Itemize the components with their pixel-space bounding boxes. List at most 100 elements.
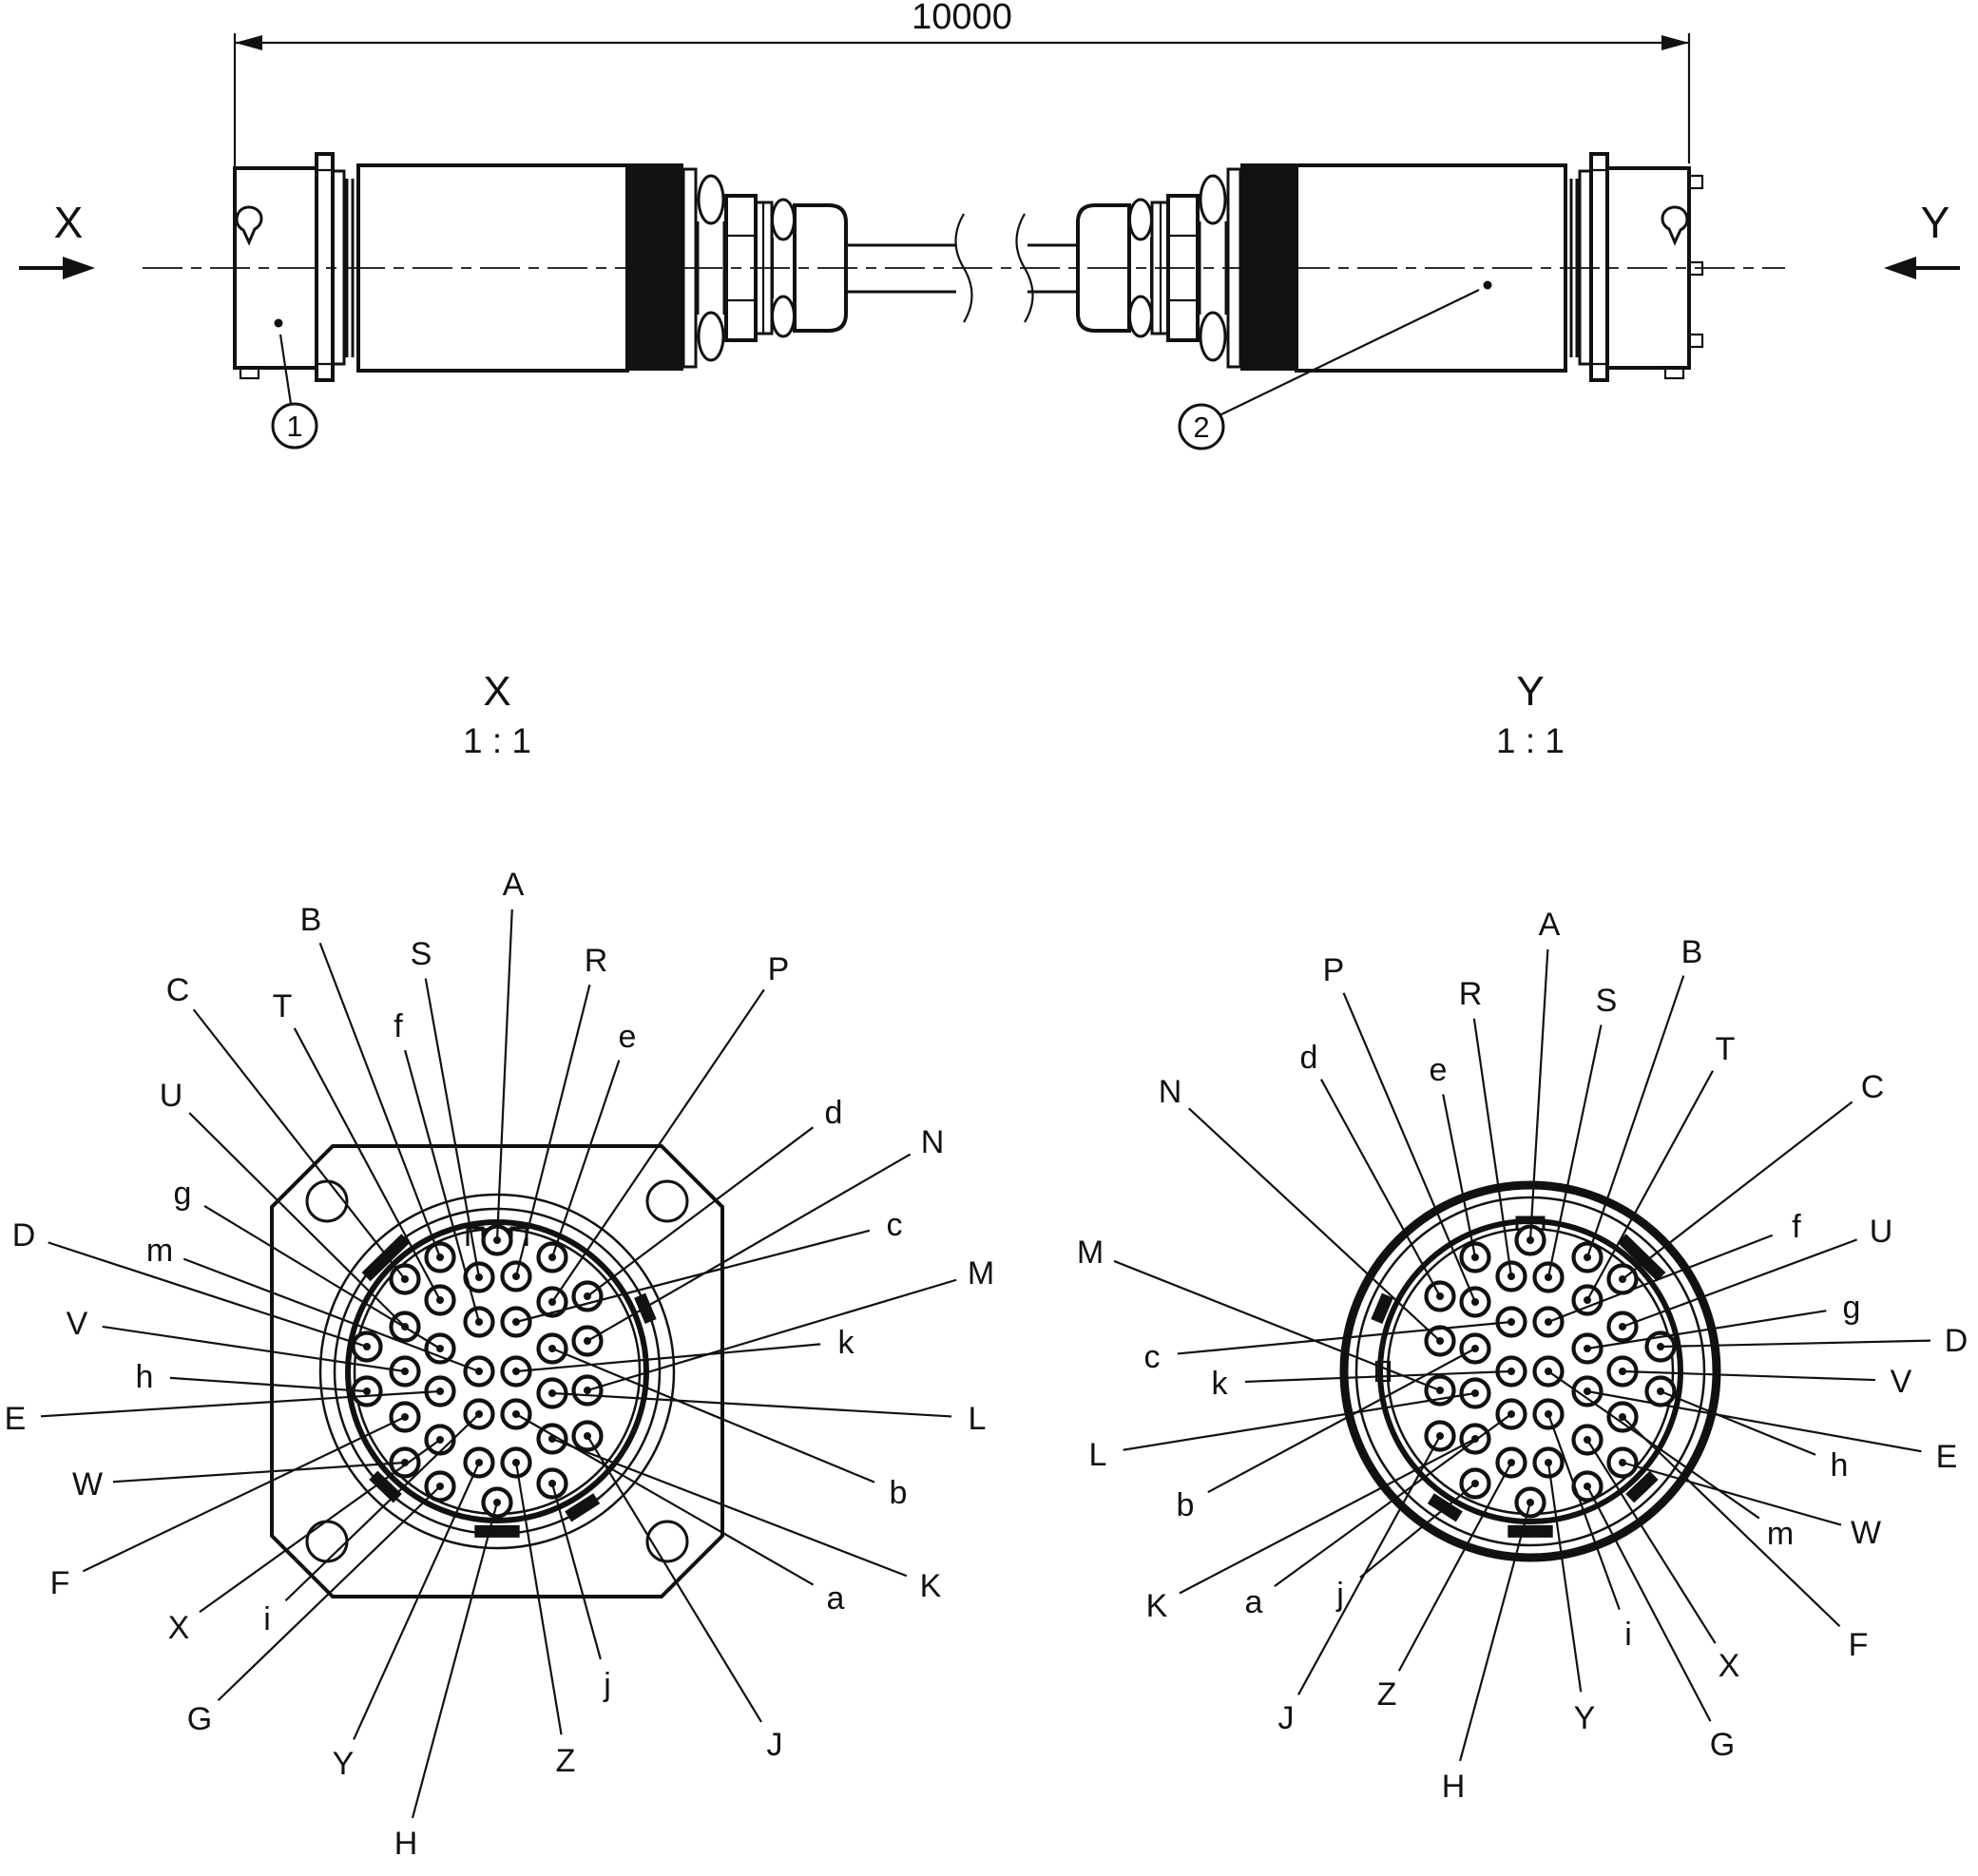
- pin-label: G: [187, 1701, 212, 1737]
- pin-label: m: [146, 1233, 173, 1269]
- balloon-2-number: 2: [1193, 411, 1209, 444]
- leader-line: [1244, 1369, 1512, 1384]
- pin-label: d: [825, 1095, 843, 1131]
- leader-line: [586, 1153, 912, 1342]
- mounting-hole: [645, 1520, 689, 1563]
- pin-dot: [401, 1275, 409, 1283]
- cable-break-right: [1015, 213, 1034, 323]
- pin-label: X: [1719, 1648, 1740, 1684]
- leader-line: [203, 1205, 441, 1350]
- pin-label: h: [1831, 1447, 1849, 1484]
- pin-label: C: [1861, 1069, 1885, 1105]
- pin-label: i: [1624, 1617, 1632, 1653]
- leader-line: [1546, 1024, 1603, 1278]
- pin-dot: [548, 1480, 556, 1487]
- leader-line: [1342, 992, 1477, 1303]
- pin-label: L: [1089, 1437, 1107, 1473]
- pin-label: b: [890, 1475, 908, 1511]
- pin-dot: [1471, 1298, 1479, 1306]
- right-connector: [1076, 152, 1691, 382]
- pin-dot: [548, 1435, 556, 1443]
- shell-circle: [318, 1193, 676, 1550]
- leader-line: [1207, 1348, 1476, 1494]
- pin-dot: [1471, 1389, 1479, 1397]
- keying-tab: [1617, 1234, 1666, 1282]
- leader-line: [586, 1278, 957, 1392]
- leader-line: [1586, 1070, 1715, 1301]
- pin-dot: [1508, 1459, 1515, 1466]
- pin-label: P: [1323, 952, 1345, 988]
- pin-dot: [1619, 1275, 1626, 1283]
- leader-line: [424, 978, 481, 1278]
- pin-dot: [1619, 1413, 1626, 1421]
- left-connector: [233, 152, 848, 382]
- pin-dot: [436, 1483, 444, 1490]
- pin-dot: [1584, 1345, 1591, 1352]
- balloon-1-circle: [271, 402, 318, 450]
- leader-line: [404, 1049, 481, 1323]
- pin-dot: [1508, 1318, 1515, 1326]
- leader-line: [551, 1437, 908, 1578]
- leader-line: [284, 1413, 480, 1602]
- leader-line: [1459, 1502, 1532, 1762]
- leader-line: [411, 1502, 499, 1819]
- pin-label: X: [168, 1610, 190, 1646]
- pin-dot: [436, 1345, 444, 1352]
- pin-label: S: [1596, 983, 1618, 1019]
- pin-label: H: [1442, 1769, 1466, 1805]
- leader-line: [515, 1343, 821, 1373]
- pin-dot: [548, 1298, 556, 1306]
- pin-dot: [1584, 1254, 1591, 1261]
- pin-dot: [475, 1410, 483, 1418]
- leader-line: [550, 1060, 621, 1258]
- pin-dot: [475, 1273, 483, 1281]
- pin-dot: [401, 1413, 409, 1421]
- leader-line: [1397, 1462, 1512, 1672]
- side-view: 10000 X Y 1: [19, 0, 1960, 450]
- pin-dot: [1584, 1483, 1591, 1490]
- pin-label: A: [503, 867, 525, 903]
- pin-dot: [1471, 1254, 1479, 1261]
- leader-line: [515, 1413, 815, 1586]
- leader-line: [551, 988, 765, 1303]
- pin-dot: [1436, 1292, 1444, 1300]
- keying-tab: [565, 1493, 601, 1522]
- keying-tab: [369, 1470, 402, 1503]
- pin-label: G: [1710, 1727, 1735, 1763]
- pin-dot: [1436, 1387, 1444, 1394]
- leader-line: [217, 1485, 441, 1702]
- leader-line: [1546, 1413, 1621, 1611]
- pin-label: e: [1430, 1052, 1448, 1088]
- leader-line: [1586, 1485, 1712, 1722]
- pin-label: H: [394, 1826, 418, 1862]
- leader-line: [1622, 1101, 1853, 1280]
- balloon-1: 1: [271, 318, 318, 450]
- leader-line: [515, 1229, 871, 1324]
- pin-dot: [363, 1343, 371, 1350]
- leader-line: [1660, 1389, 1816, 1456]
- pin-dot: [548, 1389, 556, 1397]
- pin-label: B: [1681, 934, 1703, 970]
- pin-dot: [584, 1337, 591, 1345]
- leader-line: [199, 1439, 441, 1614]
- pin-dot: [1545, 1273, 1552, 1281]
- pin-label: T: [273, 988, 293, 1024]
- leader-line: [1547, 1234, 1774, 1324]
- mounting-hole: [305, 1179, 349, 1223]
- pin-dot: [436, 1254, 444, 1261]
- pin-label: F: [50, 1565, 70, 1601]
- pin-label: F: [1849, 1627, 1869, 1663]
- leader-line: [112, 1461, 406, 1484]
- pin-dot: [475, 1318, 483, 1326]
- pin-dot: [584, 1387, 591, 1394]
- leader-line: [551, 1347, 875, 1484]
- pin-label: K: [920, 1568, 942, 1604]
- pin-dot: [512, 1410, 520, 1418]
- balloon-1-leader: [278, 334, 293, 405]
- pin-label: U: [160, 1078, 183, 1114]
- pin-label: E: [5, 1401, 27, 1437]
- leader-line: [1442, 1094, 1477, 1258]
